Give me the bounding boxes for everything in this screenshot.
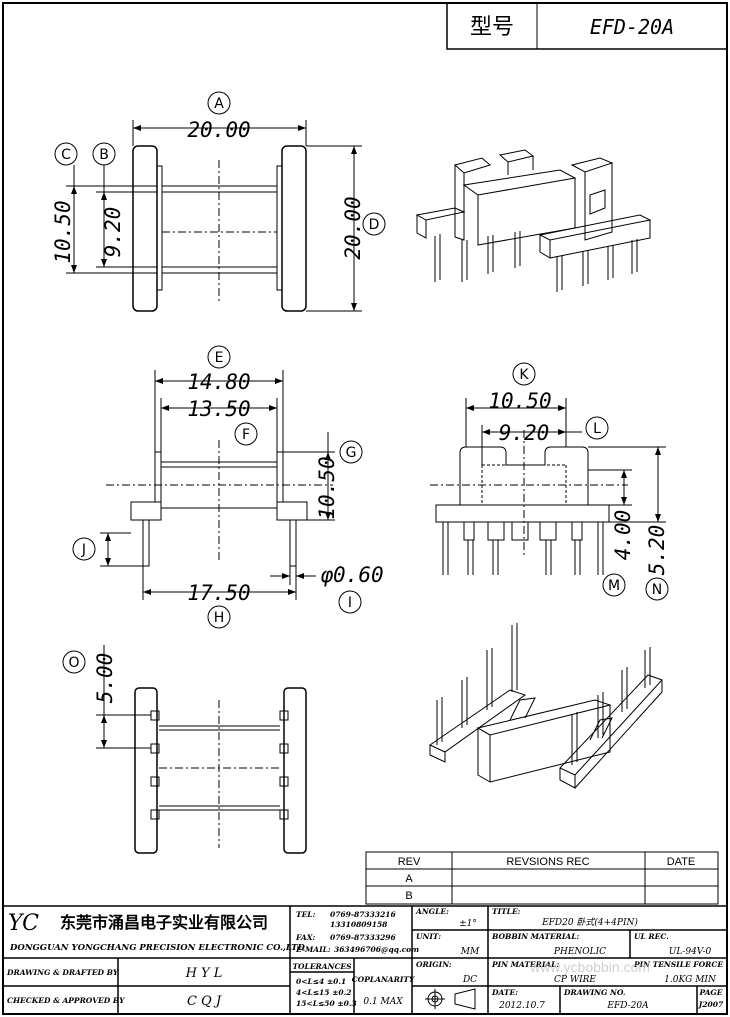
callout-o: O bbox=[68, 655, 79, 671]
callout-b: B bbox=[99, 147, 109, 163]
coplanarity-value: 0.1 MAX bbox=[363, 997, 403, 1007]
tensile-label: PIN TENSILE FORCE bbox=[633, 960, 723, 969]
callout-k: K bbox=[519, 367, 529, 383]
tolerance-3: 15<L≤50 ±0.3 bbox=[296, 999, 357, 1008]
drawing-no-label: DRAWING NO. bbox=[563, 988, 626, 997]
drawn-label: DRAWING & DRAFTED BY bbox=[6, 968, 119, 977]
pin-material-value: CP WIRE bbox=[554, 975, 596, 985]
angle-value: ±1° bbox=[459, 919, 477, 929]
iso-view-upper bbox=[415, 149, 652, 292]
front-view bbox=[100, 370, 335, 600]
dim-pin-dia: φ0.60 bbox=[320, 563, 383, 587]
tolerances-label: TOLERANCES bbox=[292, 962, 352, 971]
model-value: EFD-20A bbox=[590, 15, 674, 39]
callout-i: I bbox=[348, 595, 352, 611]
tel1-value: 0769-87333216 bbox=[330, 910, 397, 919]
dim-top-height: 20.00 bbox=[341, 196, 365, 259]
revision-table bbox=[365, 851, 719, 905]
dim-top-width: 20.00 bbox=[187, 118, 250, 142]
callout-e: E bbox=[215, 350, 224, 366]
dim-front-h: 10.50 bbox=[315, 456, 339, 519]
pin-material-label: PIN MATERIAL: bbox=[491, 960, 559, 969]
date-header: DATE bbox=[667, 856, 696, 868]
dim-front-w1: 14.80 bbox=[187, 370, 250, 394]
drawn-value: H Y L bbox=[185, 966, 223, 981]
date-label: DATE: bbox=[491, 988, 518, 997]
rev-row-a: A bbox=[405, 873, 413, 885]
rev-header: REV bbox=[398, 856, 421, 868]
model-header: 型号 EFD-20A bbox=[446, 2, 728, 50]
callout-m: M bbox=[608, 578, 620, 594]
iso-view-lower bbox=[428, 623, 663, 789]
callout-f: F bbox=[242, 427, 250, 443]
callout-l: L bbox=[593, 421, 601, 437]
origin-label: ORIGIN: bbox=[416, 960, 452, 969]
drawing-no-value: EFD-20A bbox=[606, 1001, 649, 1011]
dim-side-h1: 4.00 bbox=[611, 510, 635, 561]
tolerance-2: 4<L≤15 ±0.2 bbox=[296, 988, 351, 997]
origin-value: DC bbox=[462, 975, 477, 985]
title-block bbox=[2, 905, 728, 1015]
tolerance-1: 0<L≤4 ±0.1 bbox=[296, 977, 346, 986]
callout-h: H bbox=[214, 610, 225, 626]
tel-label: TEL: bbox=[296, 910, 316, 919]
dim-side-w1: 10.50 bbox=[488, 389, 551, 413]
bobbin-value: PHENOLIC bbox=[553, 947, 606, 957]
tel2-value: 13310809158 bbox=[330, 920, 388, 929]
company-name-cn: 东莞市涌昌电子实业有限公司 bbox=[60, 913, 268, 932]
watermark: www.ycbobbin.com bbox=[529, 959, 650, 975]
callout-n: N bbox=[652, 582, 662, 598]
page-label: PAGE bbox=[698, 988, 722, 997]
fax-value: 0769-87333296 bbox=[330, 933, 397, 942]
coplanarity-label: COPLANARITY bbox=[352, 975, 415, 984]
rev-row-b: B bbox=[405, 890, 412, 902]
callout-g: G bbox=[346, 445, 357, 461]
checked-value: C Q J bbox=[187, 994, 222, 1009]
title-label: TITLE: bbox=[492, 907, 521, 916]
callout-a: A bbox=[214, 96, 224, 112]
dim-bottom-pitch: 5.00 bbox=[93, 653, 117, 704]
dim-top-h1: 10.50 bbox=[51, 200, 75, 263]
bottom-view bbox=[96, 645, 307, 854]
dim-side-w2: 9.20 bbox=[499, 421, 550, 445]
ul-label: UL REC. bbox=[634, 932, 669, 941]
fax-label: FAX: bbox=[295, 933, 316, 942]
company-name-en: DONGGUAN YONGCHANG PRECISION ELECTRONIC … bbox=[9, 943, 306, 953]
date-value: 2012.10.7 bbox=[498, 1001, 545, 1011]
callout-d: D bbox=[369, 217, 380, 233]
company-logo: YC bbox=[8, 911, 39, 936]
model-label: 型号 bbox=[470, 15, 514, 40]
dim-front-w2: 13.50 bbox=[187, 397, 250, 421]
dim-top-h2: 9.20 bbox=[101, 207, 125, 258]
unit-value: MM bbox=[460, 947, 480, 957]
email-label: E-MAIL: bbox=[295, 945, 331, 954]
title-value: EFD20 卧式(4+4PIN) bbox=[541, 917, 638, 928]
callout-c: C bbox=[61, 147, 71, 163]
dim-front-pin-span: 17.50 bbox=[187, 581, 250, 605]
bobbin-label: BOBBIN MATERIAL: bbox=[491, 932, 580, 941]
callouts bbox=[54, 91, 669, 674]
callout-j: J bbox=[81, 542, 86, 558]
page-value: J2007 bbox=[697, 1000, 724, 1009]
dim-side-h2: 5.20 bbox=[645, 525, 669, 576]
email-value: 363496706@qq.com bbox=[334, 945, 419, 954]
tensile-value: 1.0KG MIN bbox=[664, 975, 717, 985]
angle-label: ANGLE: bbox=[415, 907, 449, 916]
ul-value: UL-94V-0 bbox=[669, 947, 712, 957]
top-view bbox=[66, 120, 362, 312]
checked-label: CHECKED & APPROVED BY bbox=[7, 996, 125, 1005]
projection-symbol-icon bbox=[425, 988, 476, 1010]
rec-header: REVSIONS REC bbox=[506, 856, 589, 868]
unit-label: UNIT: bbox=[416, 932, 441, 941]
side-view bbox=[430, 398, 666, 575]
